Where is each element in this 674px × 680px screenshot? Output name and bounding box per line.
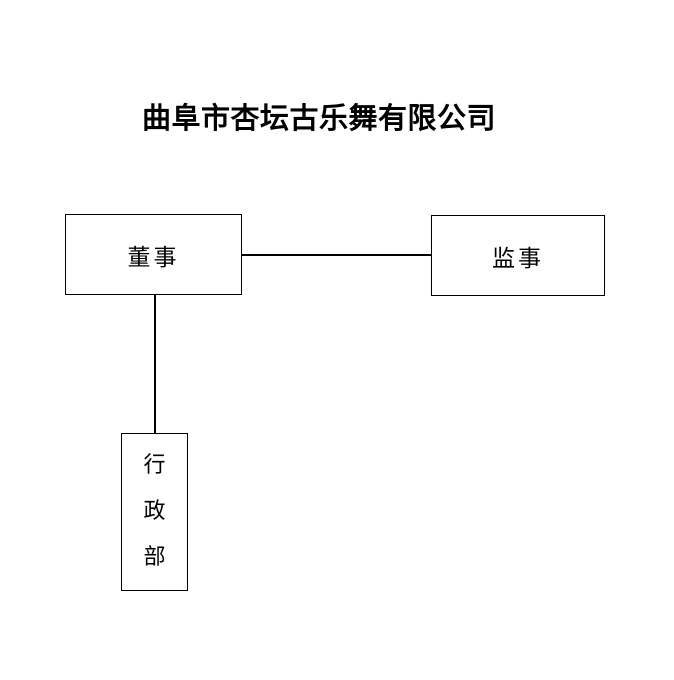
connector-director-to-supervisor [241,254,432,256]
org-node-supervisor-label: 监事 [492,245,544,272]
org-node-admin-char-3: 部 [143,545,166,570]
org-node-supervisor[interactable]: 监事 [431,215,605,296]
org-node-director[interactable]: 董事 [65,214,242,295]
org-node-admin-label: 行 政 部 [143,443,165,581]
org-node-admin[interactable]: 行 政 部 [121,433,188,591]
org-node-admin-char-1: 行 [143,453,166,478]
page-title: 曲阜市杏坛古乐舞有限公司 [141,101,496,135]
org-node-admin-char-2: 政 [143,499,166,524]
org-node-director-label: 董事 [127,244,180,271]
connector-director-to-admin [154,294,156,434]
